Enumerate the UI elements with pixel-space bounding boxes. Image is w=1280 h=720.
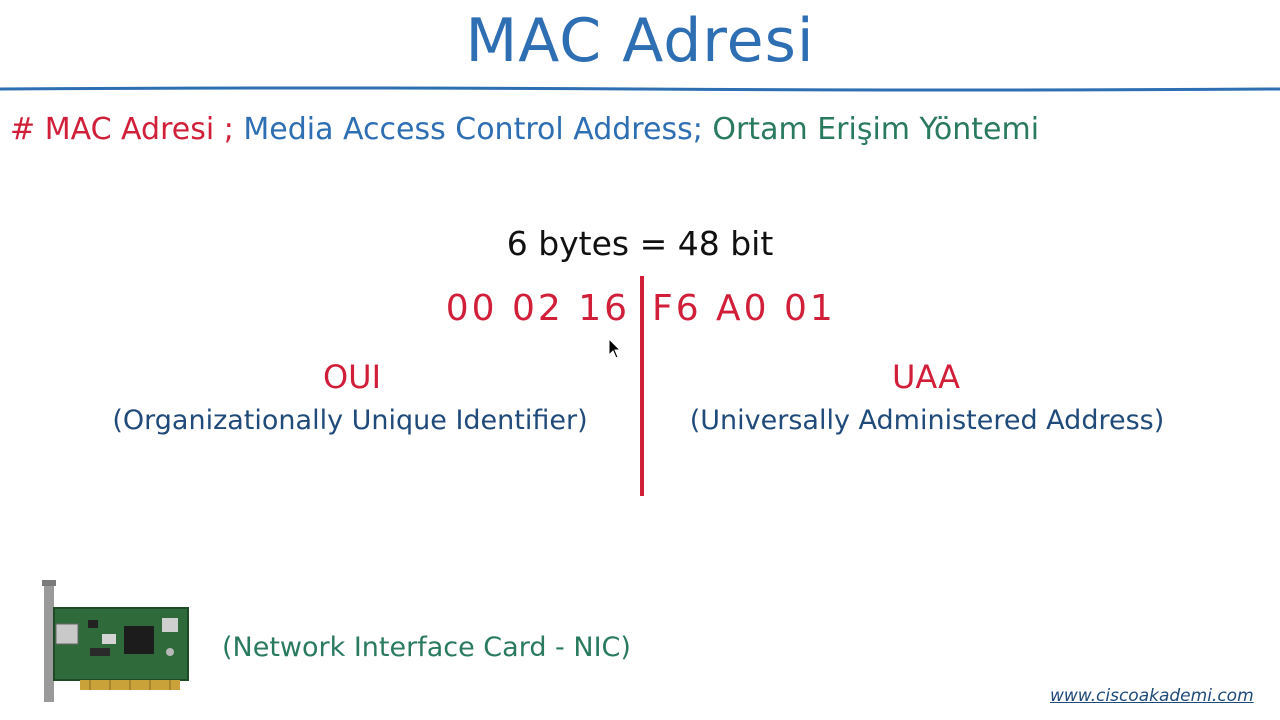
oui-full-name: (Organizationally Unique Identifier) [112, 405, 588, 436]
uaa-hex: F6 A0 01 [652, 288, 836, 329]
mouse-cursor-icon [608, 338, 622, 359]
definition-english: Media Access Control Address; [243, 112, 703, 147]
definition-turkish: Ortam Erişim Yöntemi [712, 112, 1040, 147]
title-underline [0, 86, 1280, 92]
bullet-hash: # [10, 112, 36, 147]
nic-caption: (Network Interface Card - NIC) [222, 632, 631, 663]
uaa-label: UAA [891, 358, 961, 396]
website-link[interactable]: www.ciscoakademi.com [1050, 686, 1254, 706]
page-title: MAC Adresi [465, 6, 815, 76]
nic-card-image [42, 580, 189, 702]
definition-term: MAC Adresi ; [44, 112, 234, 147]
oui-uaa-divider [640, 276, 644, 496]
oui-label: OUI [322, 358, 382, 396]
size-line: 6 bytes = 48 bit [506, 224, 774, 263]
oui-hex: 00 02 16 [445, 288, 630, 329]
definition-line: # MAC Adresi ; Media Access Control Addr… [10, 112, 1039, 147]
uaa-full-name: (Universally Administered Address) [689, 405, 1165, 436]
